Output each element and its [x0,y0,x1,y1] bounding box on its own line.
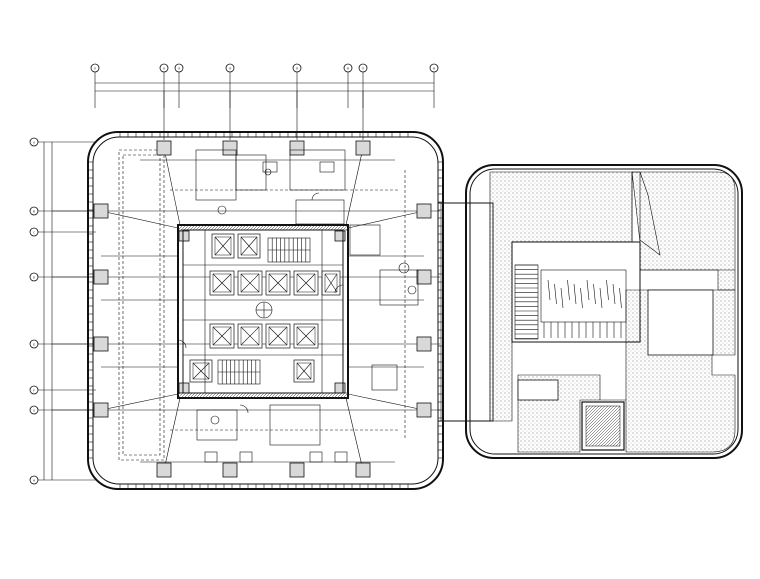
axis-bubble-top-label: ④ [229,67,232,71]
axis-bubble-left-label: A [33,141,35,145]
perimeter-columns [93,140,432,478]
structural-column [93,269,109,285]
axis-bubble-top [292,63,302,73]
core-column [178,230,190,242]
tower-inner-wall [92,136,439,485]
structural-column [355,140,371,156]
axis-bubble-left-label: D [33,276,35,280]
structural-column [416,336,432,352]
axis-bubble-left [29,227,39,237]
fixtures [210,168,417,425]
core-partitions [183,230,343,393]
axis-bubble-top-label: ⑦ [362,67,365,71]
axis-bubble-top-label: ③ [178,67,181,71]
core-wall-hatch-bottom [177,392,349,399]
axis-bubble-top [174,63,184,73]
axis-bubble-top [225,63,235,73]
axis-bubble-left [29,405,39,415]
axis-bubble-top [159,63,169,73]
structural-column [222,140,238,156]
ceiling-zone-left-inner [122,154,161,456]
radial-beams [100,147,425,471]
axis-bubble-top-label: ① [94,67,97,71]
axis-bubble-top [429,63,439,73]
core-stair-north [267,237,311,263]
door-swings [177,192,344,414]
structural-column [93,402,109,418]
axis-bubble-top [358,63,368,73]
ancillary-rooms [195,149,419,463]
annex-room-south-1 [517,379,559,401]
structural-column [156,140,172,156]
ceiling-zone-left [118,149,165,461]
core-column [334,230,346,242]
axis-bubble-top-label: ⑤ [296,67,299,71]
annex-stipple-northeast [631,171,736,291]
main-tower-plan [52,91,444,490]
core-wall-hatch-top [177,224,349,231]
axis-bubble-left-label: B [33,210,35,214]
structural-column [289,462,305,478]
axis-bubble-left [29,475,39,485]
structural-column [93,336,109,352]
structural-column [222,462,238,478]
axis-bubble-top [90,63,100,73]
axis-bubble-left-label: H [33,479,35,483]
annex-room-east [647,289,714,356]
service-runs [170,170,406,440]
axis-bubble-left-label: E [33,343,35,347]
annex-outer-wall [465,164,743,459]
axis-bubble-left [29,206,39,216]
structural-column [289,140,305,156]
axis-bubble-left [29,137,39,147]
core-stair-south [217,359,261,385]
axis-bubble-left-label: C [33,231,35,235]
axis-bubble-left [29,339,39,349]
secondary-beams [101,159,424,463]
annex-central-block [511,241,641,343]
axis-bubble-left-label: F [33,389,35,393]
structural-column [416,203,432,219]
axis-bubble-left [29,272,39,282]
structural-column [416,269,432,285]
structural-column [416,402,432,418]
curtain-wall-mullions [88,132,443,489]
annex-stair [514,264,539,340]
axis-bubble-top-label: ⑧ [433,67,436,71]
structural-column [93,203,109,219]
elevator-banks [189,233,341,383]
structural-column [355,462,371,478]
axis-bubble-left-label: G [33,409,35,413]
annex-triangle-void [639,171,661,256]
axis-bubble-top-label: ⑥ [347,67,350,71]
left-axis-system: A B C D E F G H [29,137,96,485]
annex-inner-wall [469,168,739,455]
axis-bubble-top-label: ② [163,67,166,71]
annex-skylight [540,269,627,323]
tower-outer-wall [87,131,444,490]
axis-bubble-top [343,63,353,73]
structural-column [156,462,172,478]
axis-bubble-left [29,385,39,395]
top-axis-system: ① ② ③ ④ ⑤ ⑥ ⑦ ⑧ [90,63,439,108]
annex-plan [465,164,743,459]
core-column [178,382,190,394]
structural-grid-lines [52,91,440,411]
